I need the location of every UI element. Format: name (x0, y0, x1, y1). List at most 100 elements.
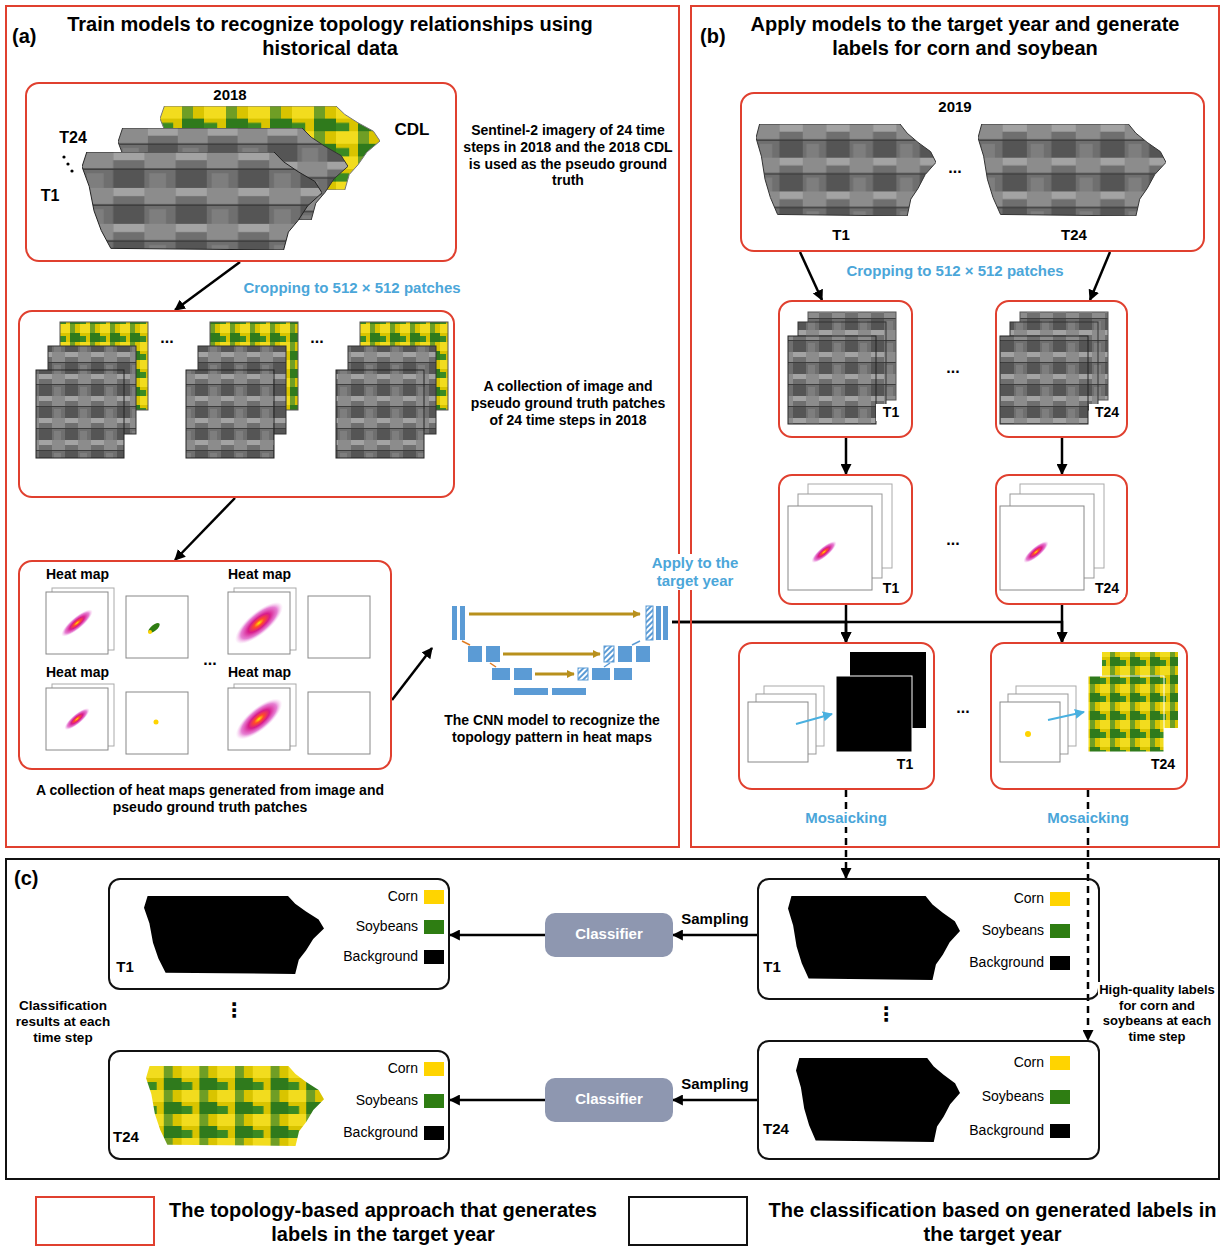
illustration-rect (748, 702, 808, 762)
ellipsis: ⋮ (222, 998, 246, 1022)
ellipsis: ⋮ (874, 1002, 898, 1026)
illustration-circle (70, 169, 73, 172)
illustration-rect (1010, 494, 1094, 578)
connector-arrow (845, 790, 848, 878)
patch-stacks-2019 (788, 312, 1108, 424)
connector-arrow (392, 648, 432, 700)
illustration-rect (1020, 484, 1104, 568)
node-text: T1 (890, 756, 920, 773)
node-text: ... (300, 328, 334, 347)
illustration-rect (210, 322, 298, 410)
illustration-rect (308, 692, 370, 754)
illustration-rect (186, 370, 274, 458)
illustration-rect (756, 694, 816, 754)
connector-label: Apply to the target year (645, 554, 745, 590)
imagery-2019 (756, 124, 1166, 216)
legend-swatch (35, 1196, 155, 1246)
panel-c: (c)T1CornSoybeansBackgroundClassifierT1C… (5, 858, 1220, 1180)
illustration-rect (126, 692, 188, 754)
legend-swatch (1050, 1056, 1070, 1070)
illustration-rect (486, 646, 500, 662)
illustration-rect (52, 684, 114, 746)
imagery-2018 (62, 106, 380, 250)
legend-swatch (1050, 1090, 1070, 1104)
illustration-circle (1025, 731, 1031, 737)
illustration-rect (850, 652, 926, 728)
illustration-rect (46, 688, 108, 750)
node-text: T24 (110, 1128, 142, 1146)
illustration-use (160, 106, 380, 190)
patch-box: ...... (18, 310, 455, 498)
patch-box: T1 (778, 300, 913, 438)
illustration-rect (552, 688, 586, 695)
illustration-rect (592, 668, 610, 680)
legend-swatch (1050, 892, 1070, 906)
illustration-use (82, 152, 322, 250)
connector-arrow (450, 1099, 545, 1102)
illustration-rect (1102, 652, 1178, 728)
illustration-ellipse (1021, 538, 1052, 566)
legend-text: Background (954, 1122, 1044, 1139)
illustration-rect (798, 322, 886, 410)
illustration-rect (60, 322, 148, 410)
legend-swatch (424, 1062, 444, 1076)
ellipsis: ... (938, 358, 968, 377)
illustration-line (503, 653, 600, 656)
legend-swatch (1050, 924, 1070, 938)
classifier-box: Classifier (545, 913, 673, 957)
legend-text: The classification based on generated la… (765, 1198, 1220, 1246)
illustration-ellipse (62, 705, 93, 733)
illustration-rect (360, 322, 448, 410)
connector-arrow (672, 622, 846, 642)
description-text: Sentinel-2 imagery of 24 time steps in 2… (462, 122, 674, 189)
connector-label: Sampling (677, 1075, 753, 1093)
legend-text: Background (328, 948, 418, 965)
illustration-rect (788, 506, 872, 590)
illustration-rect (788, 336, 876, 424)
connector-arrow (845, 438, 848, 474)
illustration-ellipse (229, 595, 289, 650)
illustration-ellipse (147, 621, 162, 635)
panel-b: (b)Apply models to the target year and g… (690, 5, 1220, 848)
patch-box: T24 (995, 300, 1128, 438)
patch-stacks-2018 (36, 322, 448, 458)
legend-text: Background (328, 1124, 418, 1141)
illustration-rect (234, 588, 296, 650)
node-text: T24 (1054, 226, 1094, 244)
result-map-box: T24CornSoybeansBackground (108, 1050, 450, 1160)
illustration-rect (1020, 312, 1108, 400)
illustration-line (490, 663, 496, 667)
illustration-rect (764, 686, 824, 746)
node-text: ... (194, 650, 226, 669)
illustration-circle (148, 630, 152, 634)
illustration-rect (126, 596, 188, 658)
label-map-box: T24CornSoybeansBackground (757, 1040, 1100, 1160)
node-text: Heat map (46, 664, 136, 681)
node-text: (b) (700, 24, 744, 48)
node-text: Classifier (547, 1090, 671, 1108)
connector-arrow (1061, 605, 1064, 642)
node-text: T1 (760, 958, 784, 976)
illustration-rect (1016, 686, 1076, 746)
illustration-rect (336, 370, 424, 458)
heat-map-box: T1 (778, 474, 913, 605)
illustration-circle (154, 720, 159, 725)
legend-swatch (424, 890, 444, 904)
step-label: Cropping to 512 × 512 patches (830, 262, 1080, 280)
connector-arrow (1087, 790, 1090, 1040)
illustration-rect (1000, 702, 1060, 762)
illustration-rect (198, 346, 286, 434)
node-text: T1 (826, 226, 856, 244)
heat-map-box: T24 (995, 474, 1128, 605)
connector-arrow (175, 498, 235, 560)
illustration-rect (228, 592, 290, 654)
node-text: (c) (14, 866, 58, 890)
cnn-model: The CNN model to recognize the topology … (432, 600, 672, 752)
node-text: 2018 (200, 86, 260, 104)
cnn-figure (452, 606, 668, 695)
node-text: Heat map (46, 566, 136, 583)
legend-text: Corn (954, 1054, 1044, 1071)
illustration-rect (36, 370, 124, 458)
node-text: ... (940, 158, 970, 177)
